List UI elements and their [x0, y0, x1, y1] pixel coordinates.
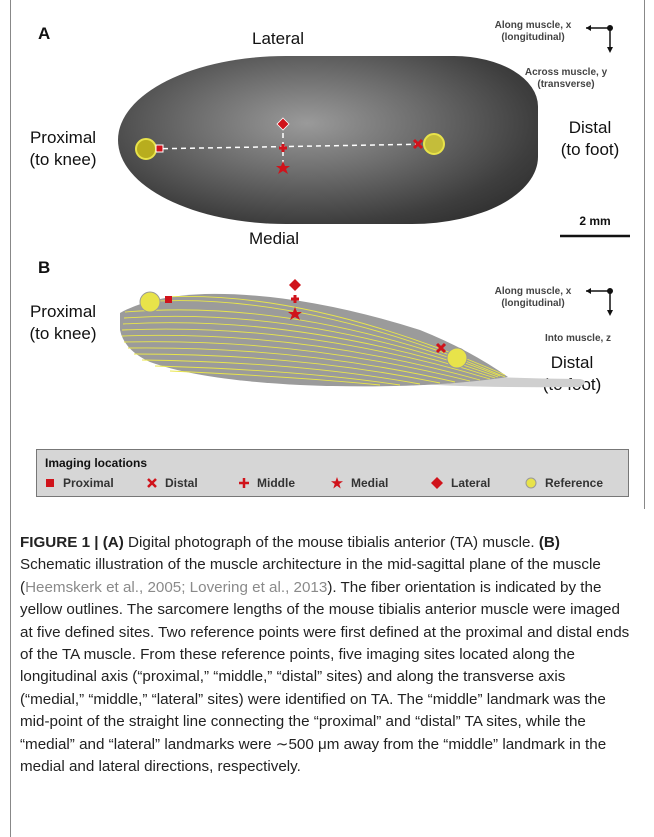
circle-icon — [525, 477, 537, 489]
middle-marker-a — [279, 144, 287, 152]
legend-item-medial: Medial — [331, 476, 388, 490]
legend-box: Imaging locations Proximal Distal Middle… — [36, 449, 629, 497]
legend-item-reference: Reference — [525, 476, 603, 490]
proximal-marker-a — [156, 145, 163, 152]
figure-number: FIGURE 1 | — [20, 534, 103, 551]
caption-a-text: Digital photograph of the mouse tibialis… — [124, 534, 539, 551]
plus-icon — [239, 478, 249, 488]
caption-b-text-2: ). The fiber orientation is indicated by… — [20, 579, 629, 775]
legend-title: Imaging locations — [45, 456, 147, 470]
legend-item-middle: Middle — [239, 476, 295, 490]
cross-icon — [147, 478, 157, 488]
legend-item-proximal: Proximal — [45, 476, 114, 490]
proximal-marker-b — [165, 296, 172, 303]
square-icon — [45, 478, 55, 488]
reference-proximal-b — [140, 292, 160, 312]
star-icon — [331, 477, 343, 489]
diamond-icon — [431, 477, 443, 489]
lateral-marker-b — [289, 279, 301, 291]
caption-references[interactable]: Heemskerk et al., 2005; Lovering et al.,… — [25, 579, 327, 596]
caption-b-label: (B) — [539, 534, 560, 551]
reference-proximal-a — [136, 139, 156, 159]
figure-caption: FIGURE 1 | (A) Digital photograph of the… — [20, 532, 632, 778]
longitudinal-dashed-line — [145, 144, 432, 149]
lateral-marker-a — [277, 118, 289, 130]
caption-a-label: (A) — [103, 534, 124, 551]
reference-distal-a — [424, 134, 444, 154]
legend-item-distal: Distal — [147, 476, 198, 490]
reference-distal-b — [447, 348, 467, 368]
legend-item-lateral: Lateral — [431, 476, 490, 490]
medial-marker-a — [276, 161, 290, 174]
